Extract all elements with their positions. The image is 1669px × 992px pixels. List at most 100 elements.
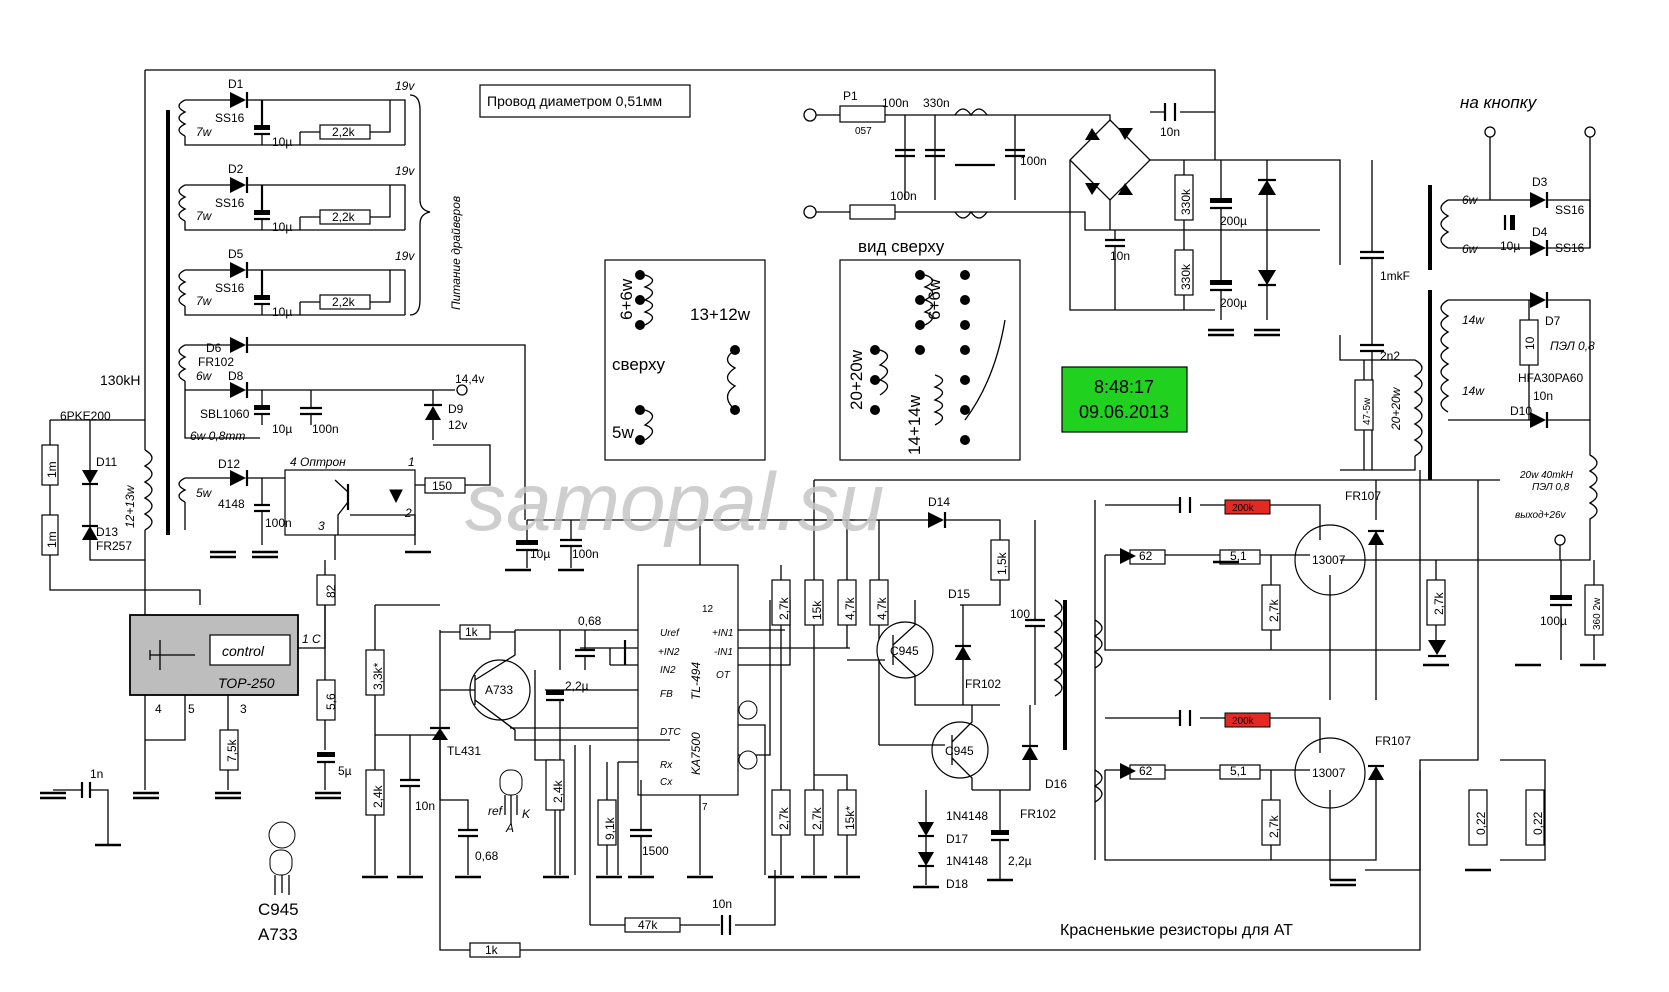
- val-r10-1k: 1k: [465, 625, 479, 639]
- diode-d15: [955, 644, 971, 660]
- val-6w-out-1: 6w: [1462, 193, 1479, 207]
- fuse: [849, 204, 896, 220]
- val-hfa: HFA30PA60: [1518, 371, 1583, 385]
- val-2n2: 2n2: [1380, 349, 1400, 363]
- val-360: 360 2w: [1592, 597, 1603, 630]
- winding-coil-3: [178, 269, 405, 316]
- top250-pin5: 5: [188, 702, 195, 716]
- terminal-14v: [456, 384, 468, 396]
- val-2k2-2: 2,2k: [332, 210, 356, 224]
- val-r10-out: 10: [1523, 336, 1537, 350]
- val-c8: 10µ: [272, 220, 292, 234]
- val-12v: 12v: [448, 418, 467, 432]
- val-14v: 14,4v: [455, 372, 484, 386]
- val-ss16-d4: SS16: [1555, 241, 1585, 255]
- label-d9: D9: [448, 402, 464, 416]
- c945-name: C945: [258, 900, 299, 919]
- val-7w-2: 7w: [196, 209, 213, 223]
- val-r4: 2,7k: [777, 596, 791, 620]
- val-2u2: 2,2µ: [565, 679, 589, 693]
- diode-d1: [230, 92, 406, 145]
- winding-coil-1: [178, 99, 405, 146]
- val-330n: 330n: [923, 96, 950, 110]
- tl494-chip: [637, 564, 739, 796]
- mains-terminal-2: [803, 205, 817, 219]
- diode-d16: [1022, 744, 1038, 760]
- val-c18: 10µ: [530, 547, 550, 561]
- val-c16: 100n: [312, 422, 339, 436]
- val-068-1: 0,68: [578, 614, 602, 628]
- val-c21: 100: [1010, 607, 1030, 621]
- val-6w-out-2: 6w: [1462, 242, 1479, 256]
- tl494-rx: Rx: [660, 760, 673, 771]
- val-1k-bottom: 1k: [485, 943, 499, 957]
- winding-diagram-box-2: [839, 259, 1021, 461]
- val-c12: 10µ: [272, 305, 292, 319]
- capacitor-c23: [317, 752, 335, 790]
- top250-ctrl-text: control: [222, 643, 265, 659]
- optron-p3: 3: [318, 519, 325, 533]
- val-9k1: 9,1k: [603, 816, 617, 840]
- resistor-r3: [41, 514, 59, 556]
- val-62-2: 62: [1139, 764, 1153, 778]
- resistor-r20: [316, 574, 336, 606]
- val-1n4148-2: 1N4148: [946, 854, 988, 868]
- top250-pin-c: 1 C: [302, 632, 321, 646]
- diode-d5: [230, 262, 406, 315]
- val-330k-2: 330k: [1179, 263, 1193, 290]
- val-66w-1: 6+6w: [617, 278, 636, 320]
- val-r14: 2,4k: [551, 779, 565, 803]
- val-c11: 10µ: [1500, 239, 1520, 253]
- winding-sketch-1312: [726, 345, 740, 415]
- val-47k-1: 4,7k: [843, 596, 857, 620]
- label-d14: D14: [928, 495, 950, 509]
- val-a: A: [505, 821, 514, 835]
- val-19v-3: 19v: [395, 249, 415, 263]
- diode-d8: [230, 382, 455, 398]
- val-1500: 1500: [642, 844, 669, 858]
- val-1mkf: 1mkF: [1380, 269, 1410, 283]
- resistor-5k1-2: [1219, 764, 1261, 780]
- button-terminal-1: [1484, 126, 1496, 138]
- capacitor-c15: [254, 390, 270, 425]
- val-100n-a: 100n: [882, 96, 909, 110]
- val-c15: 10µ: [272, 422, 292, 436]
- label-d6: D6: [206, 341, 222, 355]
- capacitor-c12: [254, 270, 270, 315]
- thermistor-p1: [839, 105, 886, 123]
- primary-winding: [143, 449, 153, 640]
- tl494-fb: FB: [660, 689, 673, 700]
- val-6pke200: 6PKE200: [60, 409, 111, 423]
- transistor-pinout-icon: [268, 821, 296, 895]
- label-d12: D12: [218, 457, 240, 471]
- resistor-r11: [316, 679, 336, 721]
- val-47k: 47k: [638, 918, 658, 932]
- winding-sketch-top: [870, 270, 1006, 445]
- diode-fr107-2: [1368, 764, 1384, 780]
- capacitor-c2u2: [991, 790, 1009, 880]
- resistor-r2: [41, 444, 59, 486]
- val-10n-c9: 10n: [1110, 249, 1130, 263]
- a733-name: A733: [258, 925, 298, 944]
- val-r56: 5,6: [324, 693, 338, 710]
- resistor-r14: [545, 759, 565, 811]
- val-r1m-2: 1m: [45, 531, 59, 548]
- optron-name: 4 Оптрон: [290, 455, 346, 469]
- val-20-20w-diag: 20+20w: [847, 349, 866, 410]
- wire-diameter-note-box: [479, 84, 691, 118]
- val-tl431: TL431: [447, 744, 481, 758]
- diode-d14: [928, 512, 947, 528]
- diode-driver-2: [1120, 763, 1136, 779]
- val-62-1: 62: [1139, 549, 1153, 563]
- val-100u: 100µ: [1540, 614, 1567, 628]
- val-12-13w: 12+13w: [123, 484, 137, 528]
- label-d8: D8: [228, 369, 244, 383]
- val-a733: A733: [485, 683, 513, 697]
- diode-d7: [1530, 292, 1549, 308]
- val-r5: 1,5k: [995, 551, 1009, 575]
- resistor-r18: [1468, 789, 1488, 846]
- mains-terminal-1: [803, 108, 817, 122]
- val-20-20w: 20+20w: [1389, 386, 1403, 431]
- val-c1: 10µ: [272, 135, 292, 149]
